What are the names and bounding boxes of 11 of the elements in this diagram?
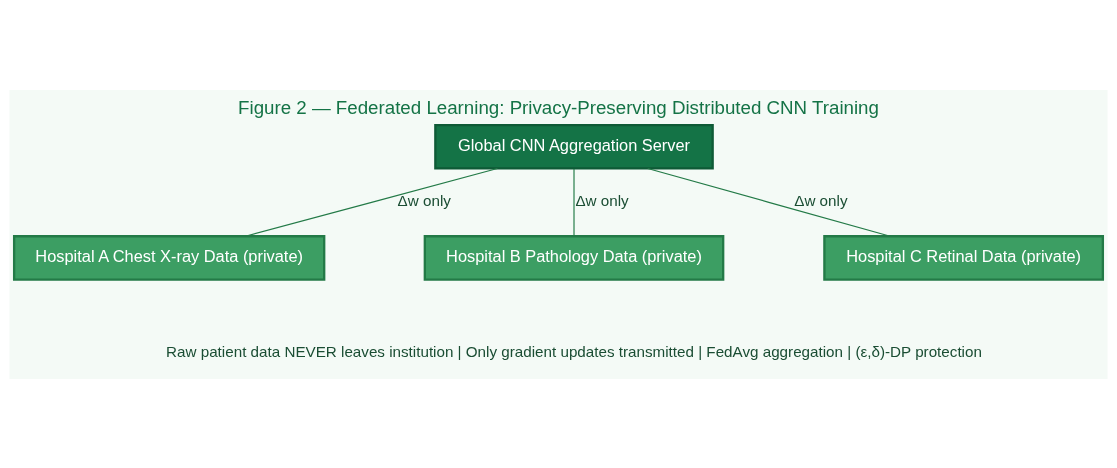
edge-label: Δw only	[575, 191, 629, 209]
diagram-title: Figure 2 — Federated Learning: Privacy-Preserving Distributed CNN Training	[238, 96, 879, 118]
node-box: Hospital B Pathology Data (private)	[423, 234, 725, 281]
node-box: Hospital A Chest X-ray Data (private)	[12, 234, 326, 281]
node-box: Hospital C Retinal Data (private)	[823, 234, 1105, 281]
connector	[647, 167, 891, 237]
connector	[573, 167, 575, 237]
node-box: Global CNN Aggregation Server	[434, 123, 714, 170]
edge-label: Δw only	[794, 191, 848, 209]
label: Raw patient data NEVER leaves institution | Only gradient updates transmitted | FedAvg aggregation | (ε,δ)-DP protection	[166, 342, 982, 360]
edge-label: Δw only	[397, 191, 451, 209]
